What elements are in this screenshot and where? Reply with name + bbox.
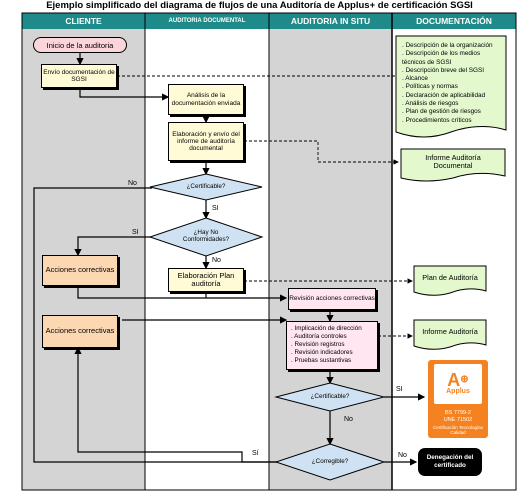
edge bbox=[74, 236, 151, 257]
edge-label-no: No bbox=[212, 257, 221, 264]
certificate-footer: Certificación Tecnologías Calidad bbox=[433, 425, 483, 435]
doc-plan-auditoria-shape bbox=[413, 265, 487, 296]
doc-informe-auditoria-shape bbox=[413, 319, 487, 350]
doc-item: . Descripción breve del SGSI bbox=[402, 66, 485, 74]
node-label: Acciones correctivas bbox=[45, 326, 115, 336]
node-elaboracion-informe: Elaboración y envío del informe de audit… bbox=[168, 122, 244, 161]
doc-item-label: Alcance bbox=[405, 75, 428, 83]
node-revision-acciones: Revisión acciones correctivas bbox=[288, 288, 376, 310]
decision-corregible bbox=[274, 443, 386, 481]
insitu-task-label: Revisión indicadores bbox=[294, 348, 353, 356]
edge-label-si: Sí bbox=[252, 450, 259, 457]
insitu-task: . Revisión indicadores bbox=[291, 348, 353, 356]
insitu-task: . Revisión registros bbox=[291, 340, 345, 348]
start-node: Inicio de la auditoria bbox=[33, 37, 127, 53]
doc-item-label: Descripción de los medios técnicos de SG… bbox=[402, 50, 481, 66]
node-label: Elaboración Plan auditoría bbox=[177, 270, 235, 288]
doc-item-label: Políticas y normas bbox=[405, 83, 458, 91]
node-acciones-correctivas-2: Acciones correctivas bbox=[42, 315, 118, 348]
node-insitu-tasks: . Implicación de dirección . Auditoría c… bbox=[286, 321, 378, 370]
applus-a-icon: A⊕ bbox=[447, 370, 469, 390]
doc-item: . Descripción de la organización bbox=[402, 42, 493, 49]
doc-item: . Plan de gestión de riesgos bbox=[402, 108, 481, 116]
doc-informe-documental-shape bbox=[400, 148, 506, 182]
certificate-logo: A⊕ Applus bbox=[434, 364, 482, 404]
doc-item: . Declaración de aplicabilidad bbox=[402, 91, 486, 99]
dashed-edge bbox=[244, 140, 399, 165]
insitu-task: . Auditoría controles bbox=[291, 332, 347, 340]
node-label: Elaboración y envío del informe de audit… bbox=[172, 130, 240, 153]
doc-informe-auditoria-label: Informe Auditoría bbox=[422, 326, 478, 336]
lane-header-auditoria-documental: AUDITORIA DOCUMENTAL bbox=[168, 18, 246, 24]
edge bbox=[74, 346, 277, 463]
lane-header-cliente: CLIENTE bbox=[65, 16, 102, 26]
doc-item: . Políticas y normas bbox=[402, 83, 458, 91]
decision-certificable-2-label: ¿Certificable? bbox=[310, 392, 350, 400]
doc-plan-auditoria-label: Plan de Auditoría bbox=[422, 272, 478, 282]
doc-informe-documental-label: Informe Auditoría Documental bbox=[425, 152, 481, 170]
diagram-title: Ejemplo simplificado del diagrama de flu… bbox=[46, 0, 473, 11]
node-envio-documentacion: Envío documentación de SGSI bbox=[41, 64, 117, 88]
doc-item-label: Descripción breve del SGSI bbox=[405, 66, 485, 74]
edge-label-no: No bbox=[344, 416, 353, 423]
decision-certificable-1-label: ¿Certificable? bbox=[186, 182, 226, 190]
decision-no-conformidades-label: ¿Hay No Conformidades? bbox=[182, 229, 230, 243]
lane-header-auditoria-in-situ: AUDITORIA IN SITU bbox=[290, 16, 371, 26]
certificate-standard: BS 7799-2 bbox=[445, 410, 471, 416]
doc-item-label: Procedimientos críticos bbox=[405, 116, 472, 124]
node-label: Denegación del certificado bbox=[426, 454, 474, 469]
doc-item: . Análisis de riesgos bbox=[402, 100, 459, 108]
doc-item: . Procedimientos críticos bbox=[402, 116, 472, 124]
insitu-task-label: Revisión registros bbox=[294, 340, 345, 348]
doc-item-label: Descripción de la organización bbox=[405, 42, 493, 49]
node-acciones-correctivas-1: Acciones correctivas bbox=[42, 255, 118, 286]
documentation-list: . Descripción de la organización . Descr… bbox=[402, 42, 512, 125]
decision-certificable-2 bbox=[274, 382, 386, 412]
doc-item-label: Declaración de aplicabilidad bbox=[405, 91, 486, 99]
doc-note-shape bbox=[395, 35, 507, 138]
edge-label-no: No bbox=[128, 180, 137, 187]
node-denegacion-certificado: Denegación del certificado bbox=[418, 448, 482, 476]
insitu-task-label: Pruebas sustantivas bbox=[294, 356, 352, 364]
edge bbox=[79, 88, 170, 101]
certificate-brand: Applus bbox=[446, 388, 470, 395]
doc-item: . Alcance bbox=[402, 75, 428, 83]
edge bbox=[77, 286, 288, 302]
insitu-task-label: Auditoría controles bbox=[294, 332, 347, 340]
node-analisis-documentacion: Análisis de la documentación enviada bbox=[168, 84, 244, 115]
decision-certificable-1 bbox=[149, 173, 263, 201]
edge-label-no: No bbox=[398, 452, 407, 459]
certificate-norm: UNE 71502 bbox=[443, 417, 473, 423]
node-label: Envío documentación de SGSI bbox=[43, 68, 115, 83]
decision-no-conformidades bbox=[148, 217, 264, 257]
doc-item-label: Plan de gestión de riesgos bbox=[405, 108, 481, 116]
doc-item-label: Análisis de riesgos bbox=[405, 100, 459, 108]
doc-item: . Descripción de los medios técnicos de … bbox=[402, 50, 481, 66]
node-elaboracion-plan: Elaboración Plan auditoría bbox=[168, 268, 244, 292]
edge bbox=[33, 187, 297, 463]
edge-label-si: SI bbox=[396, 386, 403, 393]
decision-corregible-label: ¿Corregible? bbox=[311, 457, 349, 465]
node-label: Acciones correctivas bbox=[45, 265, 115, 275]
lane-header-documentacion: DOCUMENTACIÓN bbox=[416, 16, 492, 26]
insitu-task: . Implicación de dirección bbox=[291, 325, 362, 332]
edge-label-si: SI bbox=[132, 229, 139, 236]
insitu-task: . Pruebas sustantivas bbox=[291, 356, 352, 364]
edge-label-si: SI bbox=[212, 205, 219, 212]
insitu-task-label: Implicación de dirección bbox=[294, 325, 362, 332]
node-label: Revisión acciones correctivas bbox=[289, 295, 375, 303]
node-label: Análisis de la documentación enviada bbox=[171, 92, 241, 107]
insitu-task-list: . Implicación de dirección . Auditoría c… bbox=[291, 325, 362, 365]
certificate-badge: A⊕ Applus BS 7799-2 UNE 71502 Certificac… bbox=[428, 360, 488, 438]
